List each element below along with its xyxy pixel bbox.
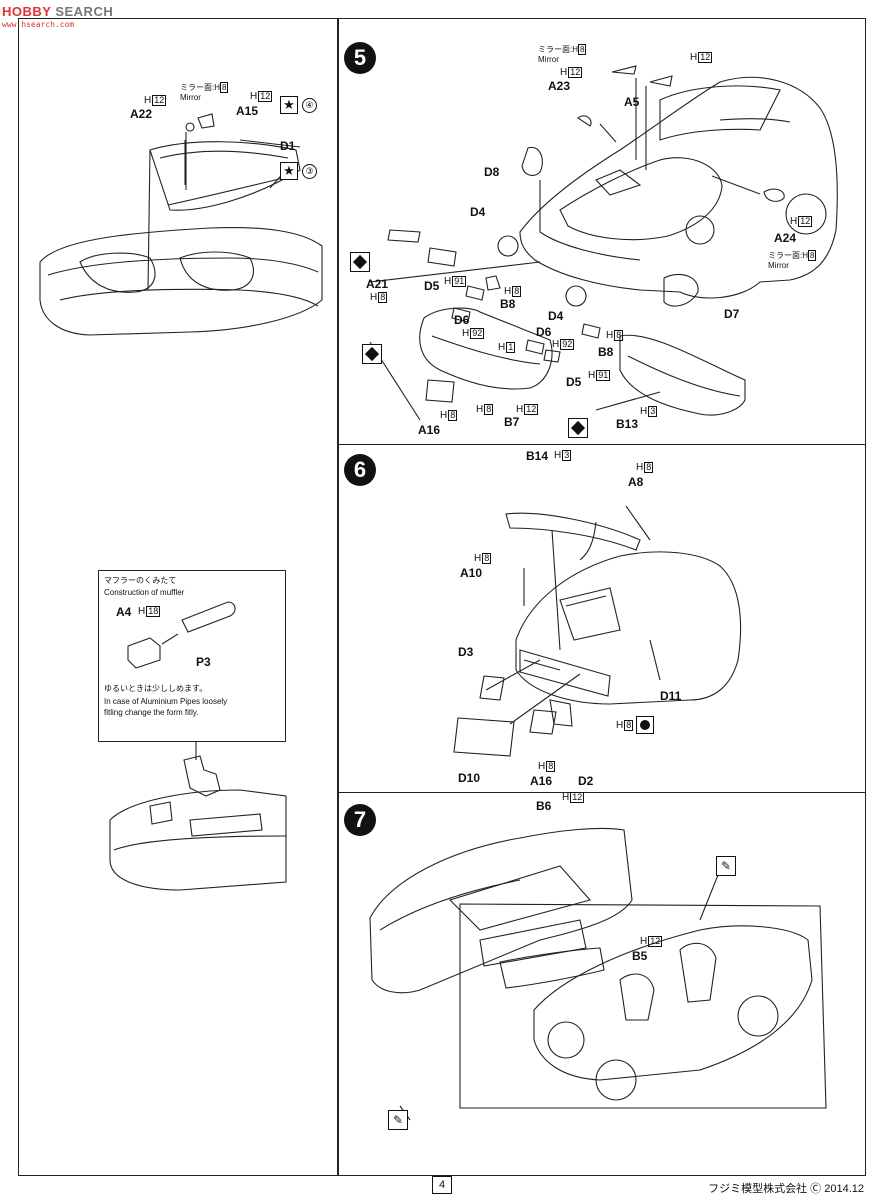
part-d11: D11	[660, 689, 682, 703]
part-d6-lower: D6	[536, 325, 552, 339]
left-panel-frame	[18, 18, 338, 1176]
step-6-badge: 6	[344, 454, 376, 486]
part-a15: A15	[236, 104, 259, 118]
muffler-title-jp: マフラーのくみたて	[104, 576, 177, 585]
muffler-note-en-2: fitling change the form fitly.	[104, 708, 199, 717]
watermark-url: www.hsearch.com	[2, 20, 75, 29]
part-a4: A4	[116, 605, 132, 619]
step-7-badge: 7	[344, 804, 376, 836]
step6-body-drawing	[453, 505, 742, 757]
part-d5-upper: D5	[424, 279, 440, 293]
part-a8: A8	[628, 475, 644, 489]
interior-tub-drawing	[39, 113, 323, 336]
muffler-note-jp: ゆるいときは少ししめます。	[104, 684, 208, 693]
part-d1: D1	[280, 139, 296, 153]
part-d10: D10	[458, 771, 481, 785]
part-d7: D7	[724, 307, 740, 321]
part-b8-upper: B8	[500, 297, 516, 311]
star-paint-icon-a15: ★	[280, 96, 298, 114]
part-d8: D8	[484, 165, 500, 179]
part-b13: B13	[616, 417, 639, 431]
part-a16: A16	[418, 423, 441, 437]
part-a24: A24	[774, 231, 797, 245]
circled-number-3: ③	[302, 164, 317, 179]
glue-icon-lower: ✎	[388, 1110, 408, 1130]
right-panel-frame	[338, 18, 866, 1176]
part-a21: A21	[366, 277, 389, 291]
part-b6: B6	[536, 799, 552, 813]
part-d5-lower: D5	[566, 375, 582, 389]
circled-number-4: ④	[302, 98, 317, 113]
part-a16-step6: A16	[530, 774, 553, 788]
muffler-title-en: Construction of muffler	[104, 588, 185, 597]
step7-divider	[338, 792, 866, 793]
muffler-note-en-1: In case of Aluminium Pipes loosely	[104, 697, 228, 706]
star-paint-icon-d1: ★	[280, 162, 298, 180]
step-5-badge: 5	[344, 42, 376, 74]
part-b8-lower: B8	[598, 345, 614, 359]
step7-chassis-drawing	[369, 827, 827, 1121]
company-copyright: フジミ模型株式会社 Ⓒ 2014.12	[708, 1183, 864, 1195]
part-d3: D3	[458, 645, 474, 659]
part-d4-upper: D4	[470, 205, 486, 219]
part-a22: A22	[130, 107, 153, 121]
paint-mask-icon-b7	[568, 418, 588, 438]
paint-mask-icon-a21	[350, 252, 370, 272]
part-d2: D2	[578, 774, 594, 788]
part-b14: B14	[526, 449, 549, 463]
page-number: 4	[432, 1176, 452, 1194]
part-d6-upper: D6	[454, 313, 470, 327]
muffler-construction-box	[98, 570, 286, 742]
part-d4-lower: D4	[548, 309, 564, 323]
part-b5: B5	[632, 949, 648, 963]
step5-body-drawing	[369, 65, 838, 421]
part-b7: B7	[504, 415, 520, 429]
part-a10: A10	[460, 566, 483, 580]
part-a5: A5	[624, 95, 640, 109]
glue-icon-upper: ✎	[716, 856, 736, 876]
part-p3: P3	[196, 655, 211, 669]
part-a23: A23	[548, 79, 571, 93]
muffler-drawing	[109, 601, 287, 891]
watermark-logo: HOBBY SEARCH	[2, 4, 114, 19]
paint-dot-icon-d11	[636, 716, 654, 734]
paint-mask-icon-a16	[362, 344, 382, 364]
step6-divider	[338, 444, 866, 445]
